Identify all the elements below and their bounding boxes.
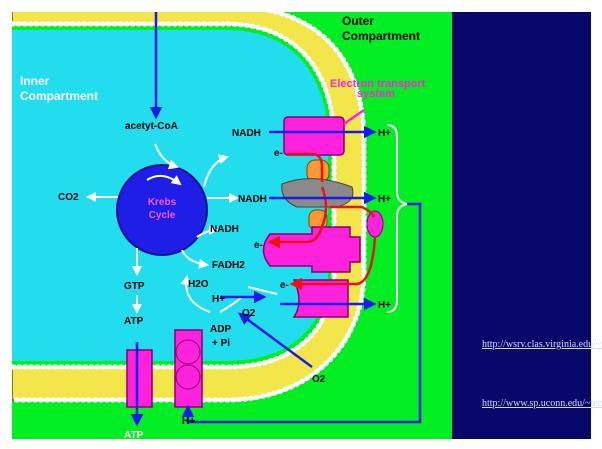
label-ets-2: system xyxy=(357,88,395,100)
label-outer-2: Compartment xyxy=(342,29,420,43)
label-atp-left: ATP xyxy=(124,316,144,327)
label-h-2: H+ xyxy=(378,194,391,205)
label-co2: CO2 xyxy=(58,192,79,203)
label-inner-1: Inner xyxy=(20,74,50,88)
label-nadh-3: NADH xyxy=(210,224,239,235)
label-nadh-2: NADH xyxy=(238,194,267,205)
label-atp-bottom: ATP xyxy=(124,430,144,439)
label-acetyl-coa: acetyt-CoA xyxy=(125,121,178,132)
label-h-3: H+ xyxy=(378,300,391,311)
slide: Outer Compartment Inner Compartment Elec… xyxy=(12,12,591,439)
label-o2-bottom: O2 xyxy=(312,374,326,385)
label-o2-top: O2 xyxy=(242,308,256,319)
label-pi: + Pi xyxy=(212,338,230,349)
label-e-2: e- xyxy=(254,240,263,251)
label-outer-1: Outer xyxy=(342,14,374,28)
label-e-1: e- xyxy=(274,148,283,159)
label-h-1: H+ xyxy=(378,128,391,139)
label-h-4: H+ xyxy=(212,294,225,305)
reference-link-1[interactable]: http://wsrv.clas.virginia.edu/~rjh9u/elt… xyxy=(482,339,592,350)
reference-link-2[interactable]: http://www.sp.uconn.edu/~terry/images/an… xyxy=(482,398,592,409)
label-krebs-2: Cycle xyxy=(149,210,176,221)
mitochondria-diagram: Outer Compartment Inner Compartment Elec… xyxy=(12,12,591,439)
label-fadh2: FADH2 xyxy=(212,260,245,271)
label-e-3: e- xyxy=(280,280,289,291)
label-nadh-1: NADH xyxy=(232,128,261,139)
label-adp: ADP xyxy=(210,324,231,335)
label-gtp: GTP xyxy=(124,281,145,292)
label-krebs-1: Krebs xyxy=(148,197,177,208)
label-inner-2: Compartment xyxy=(20,89,98,103)
label-h2o: H2O xyxy=(188,279,209,290)
label-h-5: H+ xyxy=(182,416,195,427)
